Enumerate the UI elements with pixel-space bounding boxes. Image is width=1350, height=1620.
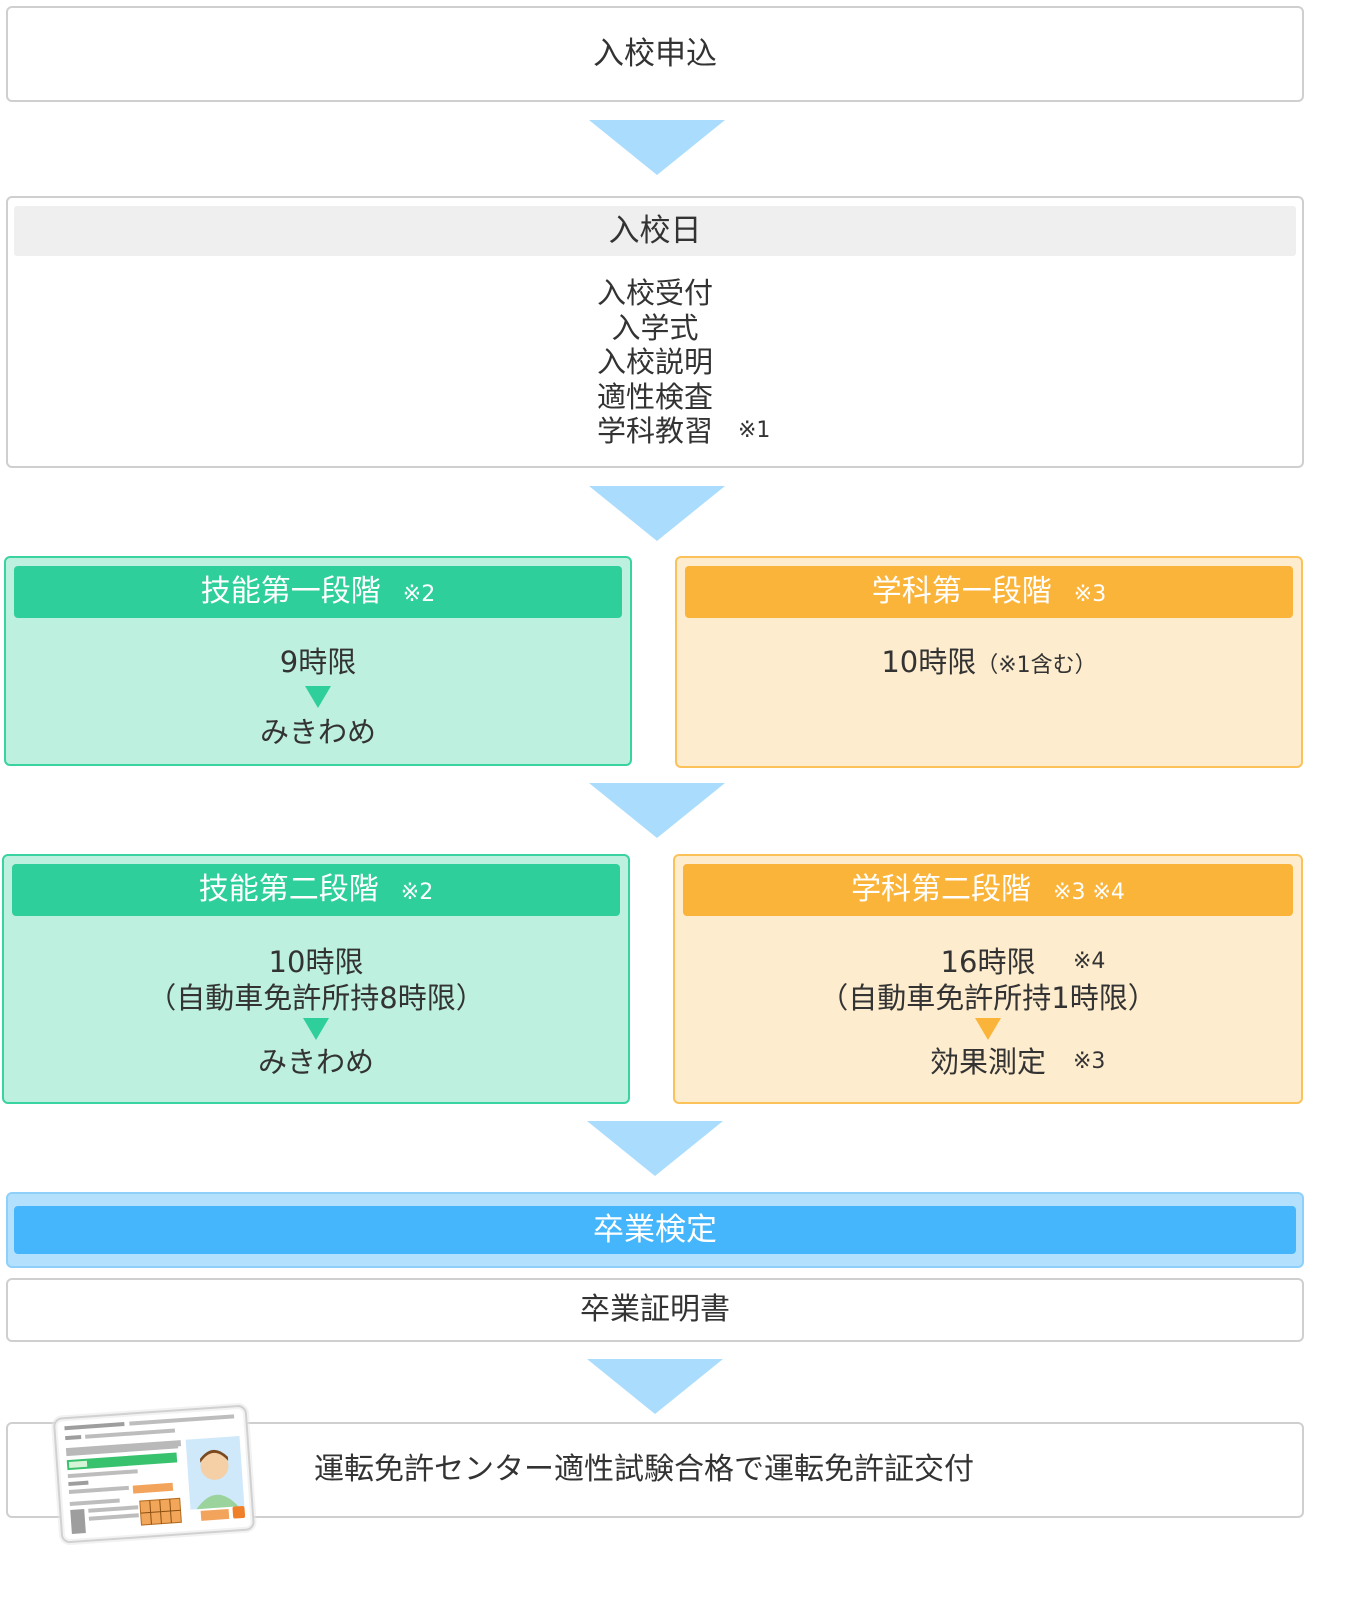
down-triangle-icon xyxy=(305,686,331,708)
flow-arrow-4 xyxy=(587,1121,723,1176)
flow-arrow-1 xyxy=(589,120,725,175)
academic-stage2-box: 学科第二段階※3 ※4 16時限 ※4 （自動車免許所持1時限） 効果測定 ※3 xyxy=(673,854,1303,1104)
enrollment-item: 入校受付 xyxy=(8,276,1302,311)
skill-stage2-hours: 10時限 xyxy=(4,944,628,980)
academic-stage2-header: 学科第二段階※3 ※4 xyxy=(683,864,1293,916)
down-triangle-icon xyxy=(303,1018,329,1040)
academic-stage2-result: 効果測定 xyxy=(930,1045,1046,1079)
enrollment-item: 入校説明 xyxy=(8,345,1302,380)
enrollment-note: ※1 xyxy=(738,414,770,449)
flow-arrow-3 xyxy=(589,783,725,838)
enrollment-item: 入学式 xyxy=(8,311,1302,346)
skill-stage1-hours: 9時限 xyxy=(6,644,630,680)
enrollment-item: 適性検査 xyxy=(8,380,1302,415)
flow-arrow-5 xyxy=(587,1359,723,1414)
skill-stage1-header: 技能第一段階※2 xyxy=(14,566,622,618)
license-issue-label: 運転免許センター適性試験合格で運転免許証交付 xyxy=(314,1424,974,1516)
skill-stage2-header: 技能第二段階※2 xyxy=(12,864,620,916)
academic-stage1-header: 学科第一段階※3 xyxy=(685,566,1293,618)
skill-stage2-hours-sub: （自動車免許所持8時限） xyxy=(4,980,628,1016)
academic-stage1-hours: 10時限 xyxy=(881,645,976,679)
academic-stage1-note: （※1含む） xyxy=(976,653,1096,678)
graduation-certificate-label: 卒業証明書 xyxy=(580,1292,730,1327)
academic-stage1-box: 学科第一段階※3 10時限（※1含む） xyxy=(675,556,1303,768)
enrollment-day-box: 入校日 入校受付 入学式 入校説明 適性検査 学科教習 ※1 xyxy=(6,196,1304,468)
application-label: 入校申込 xyxy=(593,36,717,72)
graduation-certificate-box: 卒業証明書 xyxy=(6,1278,1304,1342)
enrollment-day-items: 入校受付 入学式 入校説明 適性検査 学科教習 ※1 xyxy=(8,276,1302,449)
academic-stage2-hours-note: ※4 xyxy=(1073,944,1105,980)
skill-stage2-result: みきわめ xyxy=(4,1044,628,1080)
skill-stage1-box: 技能第一段階※2 9時限 みきわめ xyxy=(4,556,632,766)
academic-stage2-result-note: ※3 xyxy=(1073,1044,1105,1080)
graduation-exam-box: 卒業検定 xyxy=(6,1192,1304,1268)
application-box: 入校申込 xyxy=(6,6,1304,102)
skill-stage2-box: 技能第二段階※2 10時限 （自動車免許所持8時限） みきわめ xyxy=(2,854,630,1104)
graduation-exam-title: 卒業検定 xyxy=(14,1206,1296,1254)
academic-stage2-hours-sub: （自動車免許所持1時限） xyxy=(675,980,1301,1016)
drivers-license-icon xyxy=(48,1400,263,1550)
academic-stage2-hours: 16時限 xyxy=(941,945,1036,979)
enrollment-item: 学科教習 ※1 xyxy=(8,414,1302,449)
down-triangle-icon xyxy=(975,1018,1001,1040)
skill-stage1-result: みきわめ xyxy=(6,714,630,750)
enrollment-day-title: 入校日 xyxy=(14,206,1296,256)
flow-arrow-2 xyxy=(589,486,725,541)
